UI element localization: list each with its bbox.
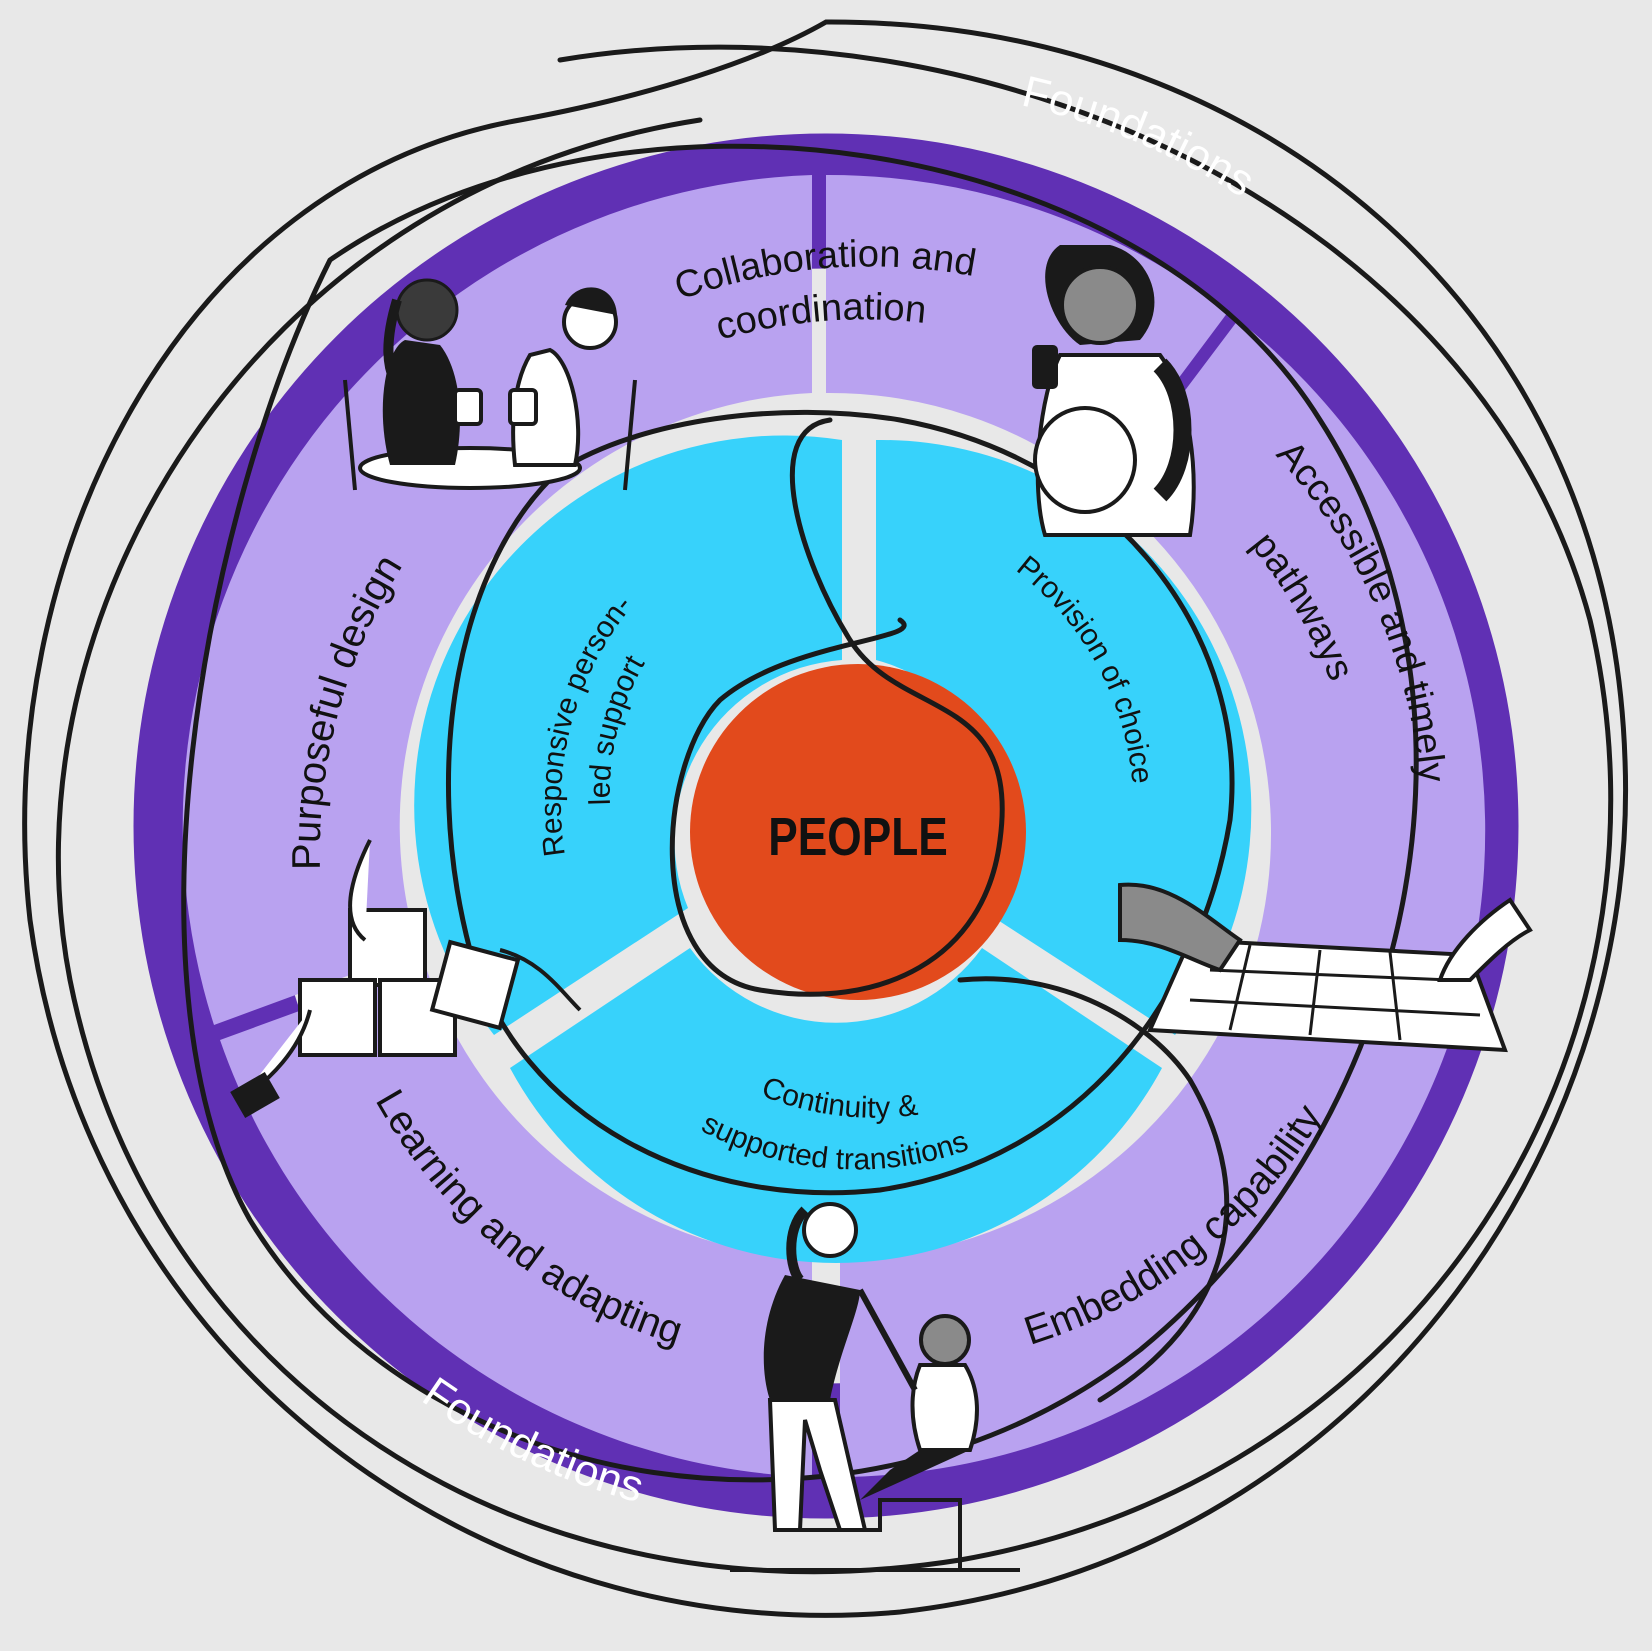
hands-joining-puzzle-illustration [230, 839, 582, 1118]
core-label: PEOPLE [768, 807, 948, 867]
segment-learning [220, 965, 812, 1477]
segment-choice [876, 439, 1252, 1035]
segment-embedding [840, 962, 1455, 1477]
segment-purposeful [182, 175, 812, 1025]
core-circle [690, 664, 1026, 1000]
adult-helping-child-up-steps-illustration [730, 1202, 1020, 1572]
hands-on-map-illustration [1118, 882, 1533, 1053]
inner-ring [414, 435, 1252, 1264]
segment-continuity [510, 948, 1162, 1264]
two-people-at-cafe-table-illustration [343, 278, 637, 491]
segment-responsive [414, 435, 842, 1035]
pregnant-woman-with-phone-illustration [1032, 245, 1196, 537]
segment-accessible [1107, 320, 1486, 1010]
